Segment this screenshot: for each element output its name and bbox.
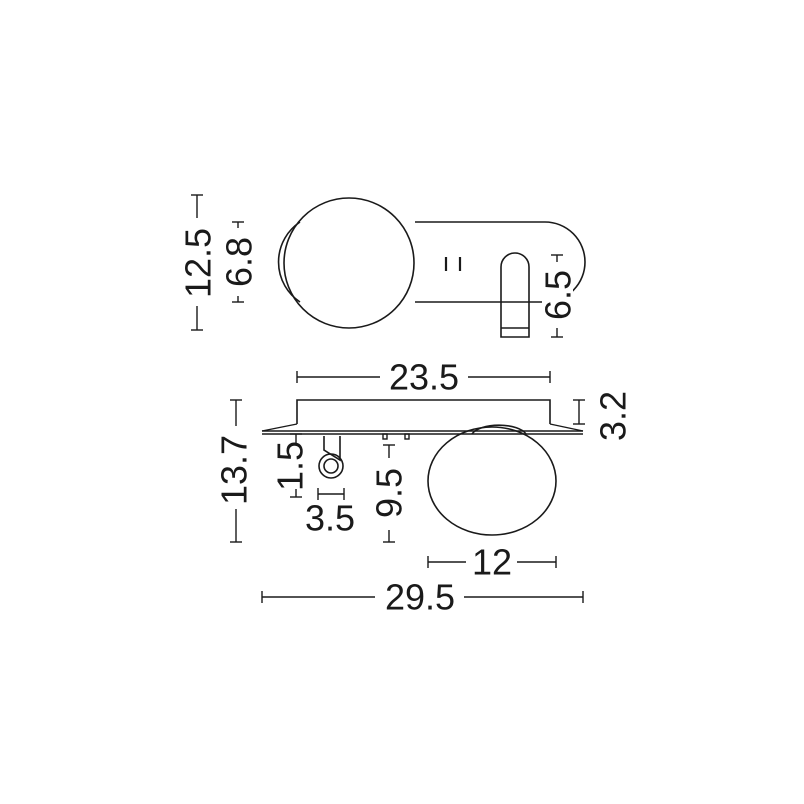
switch-stub-left: [382, 433, 388, 440]
dim-base-depth-label: 3.2: [593, 391, 634, 441]
dim-arm-drop-label: 9.5: [369, 468, 410, 518]
globe-back-disc: [277, 221, 301, 303]
dim-arm-width-label: 3.5: [305, 498, 355, 539]
base-plate-slope-right: [549, 423, 584, 432]
dim-overall-length-label: 29.5: [385, 577, 455, 618]
globe-outline: [427, 426, 557, 536]
switch-stub-right: [404, 433, 410, 440]
dim-reading-arm-label: 6.5: [538, 270, 579, 320]
base-plate-slope-left: [261, 423, 298, 432]
dim-height-label: 12.5: [178, 228, 219, 298]
dim-label-bg: [542, 262, 573, 328]
top-view: 12.5 6.8 6.5: [178, 194, 586, 338]
globe-outline: [283, 197, 415, 329]
side-view: 23.5 3.2 13.7 1.5 3.5 9.5 12: [214, 357, 634, 618]
dim-label-bg: [182, 218, 214, 306]
dim-base-length-label: 23.5: [389, 357, 459, 398]
reading-arm-outline: [500, 252, 530, 338]
dim-globe-height-label: 6.8: [219, 237, 260, 287]
dim-label-bg: [281, 443, 311, 489]
reading-arm-head: [318, 453, 344, 479]
reading-arm-lens: [323, 458, 339, 474]
dim-label-bg: [374, 458, 405, 530]
dim-globe-width-label: 12: [472, 542, 512, 583]
dim-overall-height-label: 13.7: [214, 435, 255, 505]
reading-arm-stem: [323, 436, 341, 462]
base-plate-outline: [296, 399, 551, 424]
globe-cap: [471, 424, 527, 435]
dim-arm-offset-label: 1.5: [270, 441, 311, 491]
dim-label-bg: [224, 228, 254, 296]
